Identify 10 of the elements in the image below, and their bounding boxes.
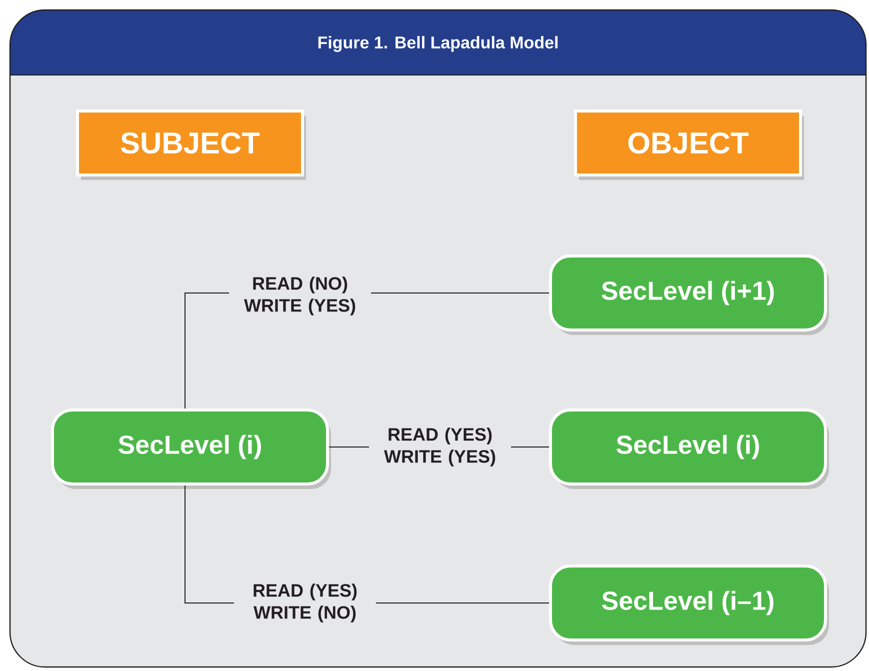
level-box: SecLevel (i) <box>549 408 829 489</box>
level-box: SecLevel (i) <box>51 408 331 489</box>
title: Figure 1. Bell Lapadula Model <box>318 36 558 52</box>
level-box: SecLevel (i–1) <box>549 564 829 645</box>
level-box: SecLevel (i+1) <box>549 254 829 335</box>
heading-box: OBJECT <box>574 110 804 180</box>
edge-label: READ (NO) WRITE (YES) <box>229 276 371 316</box>
heading-box: SUBJECT <box>76 110 306 180</box>
edge-label: READ (YES) WRITE (NO) <box>234 582 376 624</box>
edge-label: READ (YES) WRITE (YES) <box>369 426 511 468</box>
